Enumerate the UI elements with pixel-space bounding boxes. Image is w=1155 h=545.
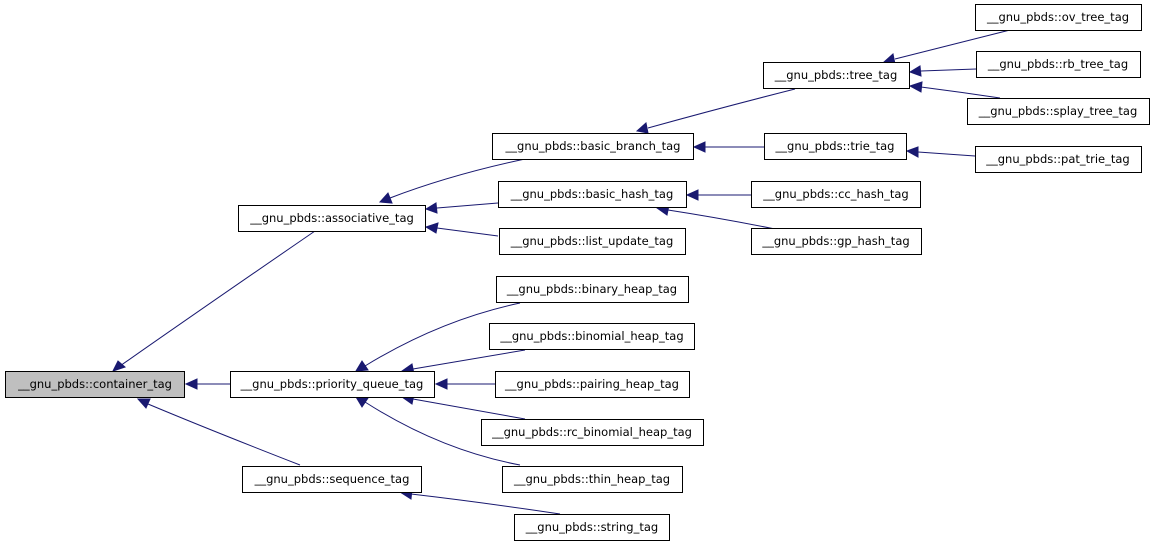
edge-rb-tree-to-tree bbox=[908, 65, 977, 77]
node-thin-heap-tag[interactable]: __gnu_pbds::thin_heap_tag bbox=[502, 466, 683, 493]
node-label: __gnu_pbds::string_tag bbox=[525, 520, 658, 534]
edge-associative-to-container bbox=[112, 230, 316, 372]
node-label: __gnu_pbds::basic_hash_tag bbox=[510, 187, 674, 201]
node-label: __gnu_pbds::pairing_heap_tag bbox=[504, 377, 679, 391]
edge-splay-tree-to-tree bbox=[908, 81, 1001, 99]
node-binary-heap-tag[interactable]: __gnu_pbds::binary_heap_tag bbox=[496, 276, 689, 303]
node-ov-tree-tag[interactable]: __gnu_pbds::ov_tree_tag bbox=[975, 4, 1142, 31]
node-label: __gnu_pbds::rb_tree_tag bbox=[987, 57, 1128, 71]
node-label: __gnu_pbds::ov_tree_tag bbox=[986, 10, 1129, 24]
node-label: __gnu_pbds::associative_tag bbox=[249, 211, 414, 225]
node-gp-hash-tag[interactable]: __gnu_pbds::gp_hash_tag bbox=[751, 228, 922, 255]
edge-binomial-heap-to-priority-queue bbox=[400, 349, 526, 375]
node-basic-branch-tag[interactable]: __gnu_pbds::basic_branch_tag bbox=[492, 133, 694, 160]
node-list-update-tag[interactable]: __gnu_pbds::list_update_tag bbox=[499, 228, 686, 255]
node-label: __gnu_pbds::gp_hash_tag bbox=[761, 234, 909, 248]
edge-cc-hash-to-basic-hash bbox=[685, 189, 752, 201]
node-tree-tag[interactable]: __gnu_pbds::tree_tag bbox=[763, 62, 910, 89]
edge-ov-tree-to-tree bbox=[882, 29, 1011, 65]
edge-binary-heap-to-priority-queue bbox=[355, 302, 521, 372]
node-priority-queue-tag[interactable]: __gnu_pbds::priority_queue_tag bbox=[230, 371, 435, 398]
node-label: __gnu_pbds::basic_branch_tag bbox=[505, 139, 681, 153]
node-associative-tag[interactable]: __gnu_pbds::associative_tag bbox=[238, 205, 426, 232]
node-label: __gnu_pbds::sequence_tag bbox=[254, 472, 410, 486]
node-basic-hash-tag[interactable]: __gnu_pbds::basic_hash_tag bbox=[498, 181, 687, 208]
node-label: __gnu_pbds::rc_binomial_heap_tag bbox=[491, 425, 692, 439]
node-rc-binomial-heap-tag[interactable]: __gnu_pbds::rc_binomial_heap_tag bbox=[481, 419, 704, 446]
edge-trie-to-basic-branch bbox=[692, 141, 764, 153]
edge-sequence-to-container bbox=[136, 398, 301, 466]
edge-gp-hash-to-basic-hash bbox=[655, 204, 776, 230]
edge-basic-hash-to-associative bbox=[424, 202, 499, 214]
node-container-tag[interactable]: __gnu_pbds::container_tag bbox=[5, 371, 185, 398]
node-label: __gnu_pbds::trie_tag bbox=[775, 139, 895, 153]
node-label: __gnu_pbds::binomial_heap_tag bbox=[499, 329, 683, 343]
node-layer: __gnu_pbds::container_tag __gnu_pbds::as… bbox=[5, 4, 1150, 541]
node-label: __gnu_pbds::container_tag bbox=[17, 377, 172, 391]
node-label: __gnu_pbds::cc_hash_tag bbox=[762, 187, 908, 201]
edge-list-update-to-associative bbox=[424, 222, 499, 237]
edge-layer bbox=[112, 29, 1011, 515]
node-label: __gnu_pbds::binary_heap_tag bbox=[506, 282, 677, 296]
node-pairing-heap-tag[interactable]: __gnu_pbds::pairing_heap_tag bbox=[495, 371, 690, 398]
node-label: __gnu_pbds::splay_tree_tag bbox=[978, 104, 1138, 118]
node-rb-tree-tag[interactable]: __gnu_pbds::rb_tree_tag bbox=[976, 51, 1141, 78]
edge-priority-queue-to-container bbox=[184, 378, 230, 390]
node-string-tag[interactable]: __gnu_pbds::string_tag bbox=[514, 514, 670, 541]
edge-pairing-heap-to-priority-queue bbox=[434, 378, 495, 390]
node-label: __gnu_pbds::tree_tag bbox=[774, 68, 898, 82]
node-label: __gnu_pbds::pat_trie_tag bbox=[985, 152, 1130, 166]
node-binomial-heap-tag[interactable]: __gnu_pbds::binomial_heap_tag bbox=[489, 323, 695, 350]
edge-basic-branch-to-associative bbox=[378, 158, 526, 204]
node-sequence-tag[interactable]: __gnu_pbds::sequence_tag bbox=[242, 466, 422, 493]
node-cc-hash-tag[interactable]: __gnu_pbds::cc_hash_tag bbox=[751, 181, 921, 208]
node-label: __gnu_pbds::priority_queue_tag bbox=[240, 377, 424, 391]
node-trie-tag[interactable]: __gnu_pbds::trie_tag bbox=[764, 133, 907, 160]
node-splay-tree-tag[interactable]: __gnu_pbds::splay_tree_tag bbox=[967, 98, 1150, 125]
node-label: __gnu_pbds::list_update_tag bbox=[510, 234, 674, 248]
node-label: __gnu_pbds::thin_heap_tag bbox=[513, 472, 670, 486]
edge-pat-trie-to-trie bbox=[905, 146, 976, 158]
node-pat-trie-tag[interactable]: __gnu_pbds::pat_trie_tag bbox=[975, 146, 1142, 173]
edge-tree-to-basic-branch bbox=[635, 88, 796, 134]
